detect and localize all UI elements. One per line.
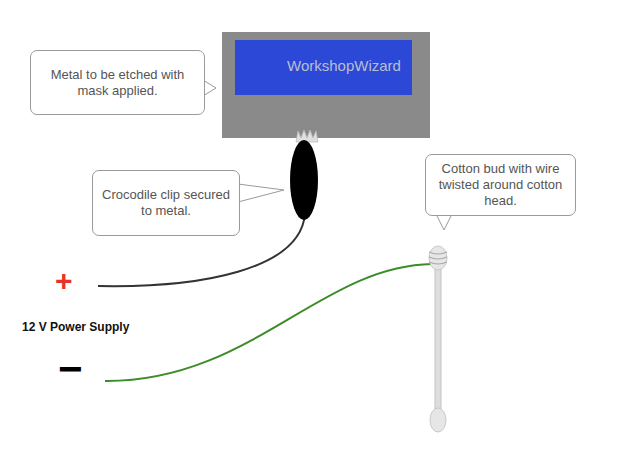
- clip-teeth: [296, 130, 318, 142]
- callout-box: Crocodile clip secured to metal.: [92, 170, 240, 236]
- minus-sign: −: [58, 348, 83, 390]
- cotton-head: [429, 246, 447, 270]
- callout-box: Metal to be etched with mask applied.: [30, 50, 205, 115]
- plus-sign: +: [55, 266, 73, 296]
- callout-text: Cotton bud with wire twisted around cott…: [434, 161, 567, 209]
- power-supply-label: 12 V Power Supply: [22, 321, 129, 333]
- logo-text: WorkshopWizard: [287, 57, 401, 74]
- callout-box: Cotton bud with wire twisted around cott…: [425, 154, 576, 216]
- wire-coil: [429, 252, 447, 264]
- callout-text: Metal to be etched with mask applied.: [39, 67, 196, 99]
- callout-pointer: [436, 214, 452, 230]
- negative-wire: [105, 264, 432, 381]
- callout-pointer: [238, 184, 284, 202]
- cotton-head: [430, 408, 446, 432]
- metal-plate: [222, 32, 430, 138]
- crocodile-clip: [290, 140, 318, 220]
- etch-mask: WorkshopWizard: [235, 40, 412, 95]
- callout-text: Crocodile clip secured to metal.: [101, 187, 231, 219]
- cotton-bud-stick: [435, 262, 441, 414]
